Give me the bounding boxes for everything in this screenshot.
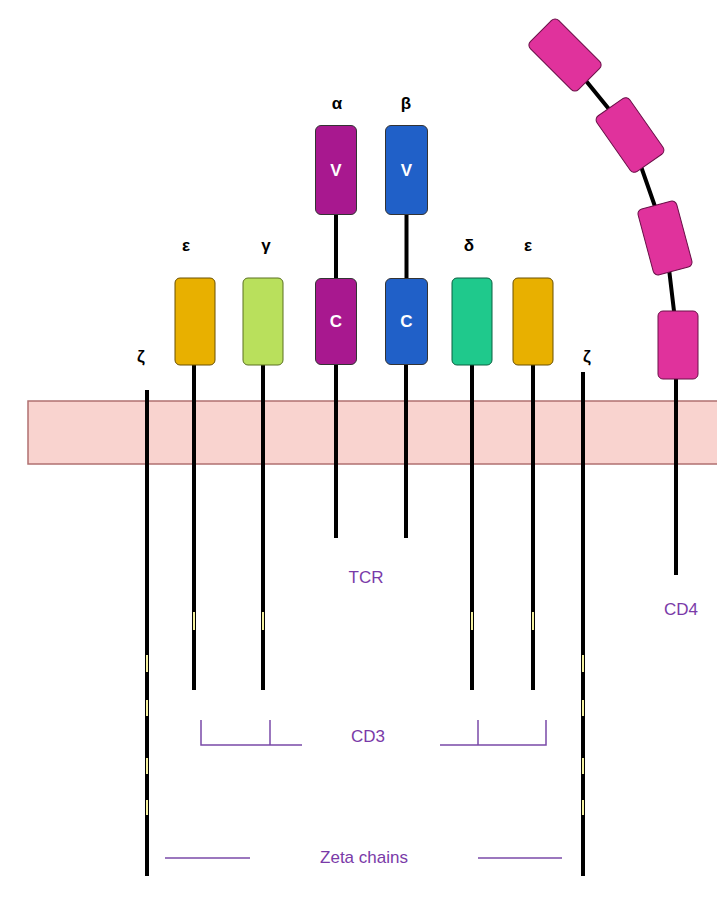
tcr-stem <box>334 365 338 538</box>
domain-box: C <box>315 278 357 365</box>
cd3-stem <box>470 365 474 690</box>
cd4-molecule <box>527 17 698 575</box>
zeta-chain <box>581 372 585 876</box>
chain-letter: ζ <box>135 348 147 367</box>
chain-letter: ε <box>522 237 534 256</box>
domain-box: C <box>385 278 428 365</box>
complex-label: Zeta chains <box>318 849 410 868</box>
tcr-stem <box>404 365 408 538</box>
chain-letter: β <box>399 95 413 114</box>
domain-box: V <box>385 125 428 215</box>
complex-label: TCR <box>347 569 386 588</box>
delta-box <box>452 278 492 365</box>
chain-connector <box>406 215 407 278</box>
domain-letter: C <box>400 313 412 330</box>
domain-box: V <box>315 125 357 215</box>
cd3-stem <box>192 365 196 690</box>
domain-letter: V <box>330 162 341 179</box>
chain-letter: γ <box>259 237 272 256</box>
cd3-stem <box>531 365 535 690</box>
domain-letter: V <box>401 162 412 179</box>
chain-letter: ζ <box>581 348 593 367</box>
chain-letter: ε <box>180 237 192 256</box>
chain-letter: δ <box>462 237 476 256</box>
zeta-chain <box>145 390 149 876</box>
gamma-box <box>243 278 283 365</box>
epsilon-box <box>513 278 553 365</box>
complex-label: CD4 <box>662 601 700 620</box>
chain-letter: α <box>330 95 344 114</box>
cell-membrane <box>28 401 717 464</box>
complex-label: CD3 <box>349 728 387 747</box>
domain-letter: C <box>330 313 342 330</box>
chain-connector <box>336 215 337 278</box>
itam-marks <box>147 612 583 815</box>
cd3-stem <box>261 365 265 690</box>
epsilon-box <box>175 278 215 365</box>
